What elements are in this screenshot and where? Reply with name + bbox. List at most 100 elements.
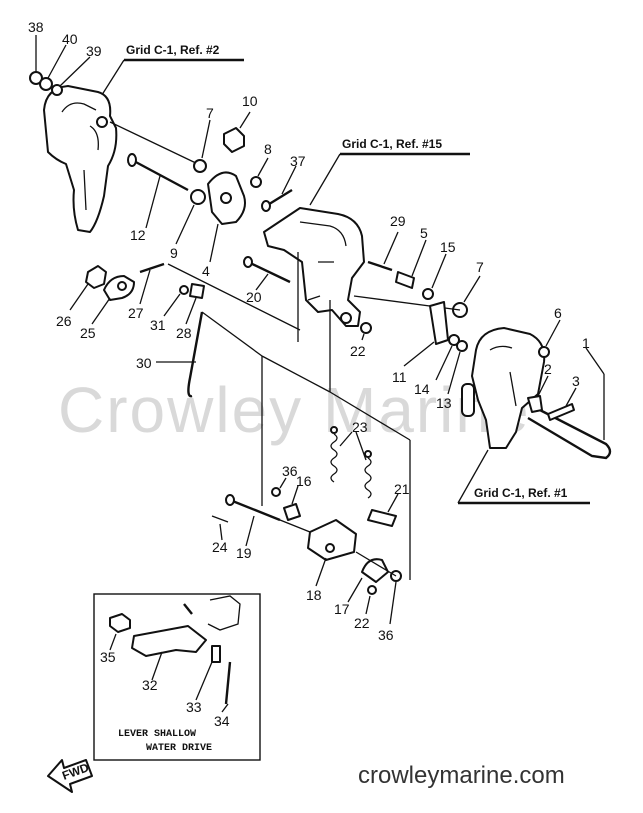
cam-plate-4 xyxy=(207,171,246,225)
callout-23: 23 xyxy=(352,419,368,435)
callout-18: 18 xyxy=(306,587,322,603)
washer-14 xyxy=(448,334,460,346)
spring-23-right xyxy=(364,450,372,499)
callout-26: 26 xyxy=(56,313,72,329)
lever-plate-18 xyxy=(307,519,357,561)
callout-5: 5 xyxy=(420,225,428,241)
washer-9 xyxy=(190,189,206,205)
callout-37: 37 xyxy=(290,153,306,169)
watermark: Crowley Marine xyxy=(58,374,531,446)
callout-34: 34 xyxy=(214,713,230,729)
ref-label-1: Grid C-1, Ref. #1 xyxy=(474,486,568,500)
collar-16 xyxy=(283,503,301,521)
bushing-28 xyxy=(189,283,205,299)
washer-13 xyxy=(456,340,468,352)
callout-7-right: 7 xyxy=(476,259,484,275)
nut-22-upper xyxy=(360,322,372,334)
ref-grid-c1-1: Grid C-1, Ref. #1 xyxy=(457,449,590,505)
bracket-ref2 xyxy=(43,85,118,233)
callout-31: 31 xyxy=(150,317,166,333)
callout-36-upper: 36 xyxy=(282,463,298,479)
cotter-24 xyxy=(211,515,229,523)
callout-20: 20 xyxy=(246,289,262,305)
callout-32: 32 xyxy=(142,677,158,693)
washer-8 xyxy=(250,176,262,188)
ref-grid-c1-15: Grid C-1, Ref. #15 xyxy=(309,137,470,206)
nut-22-lower xyxy=(367,585,377,595)
spring-23-left xyxy=(330,426,338,483)
ref-label-15: Grid C-1, Ref. #15 xyxy=(342,137,442,151)
inset-caption-2: WATER DRIVE xyxy=(146,743,212,754)
callout-10: 10 xyxy=(242,93,258,109)
washers-38-40-39 xyxy=(29,71,63,96)
block-35 xyxy=(109,613,131,633)
callout-labels: 38 40 39 10 7 8 37 12 9 4 29 5 15 7 26 2… xyxy=(28,19,590,729)
pin-29 xyxy=(367,260,393,272)
bracket-ref1 xyxy=(461,327,546,449)
callout-12: 12 xyxy=(130,227,146,243)
pin-21 xyxy=(367,509,397,527)
callout-25: 25 xyxy=(80,325,96,341)
bushing-5 xyxy=(395,271,415,289)
callout-15: 15 xyxy=(440,239,456,255)
callout-14: 14 xyxy=(414,381,430,397)
callout-3: 3 xyxy=(572,373,580,389)
block-10 xyxy=(223,111,251,153)
callout-28: 28 xyxy=(176,325,192,341)
callout-19: 19 xyxy=(236,545,252,561)
callout-29: 29 xyxy=(390,213,406,229)
callout-33: 33 xyxy=(186,699,202,715)
washer-31 xyxy=(179,285,189,295)
pin-12 xyxy=(127,153,189,192)
rod-30 xyxy=(187,311,204,398)
lever-25 xyxy=(103,275,135,301)
washer-15 xyxy=(422,288,434,300)
bolt-20 xyxy=(243,256,291,284)
callout-40: 40 xyxy=(62,31,78,47)
knob-26 xyxy=(85,265,107,289)
callout-21: 21 xyxy=(394,481,410,497)
callout-9: 9 xyxy=(170,245,178,261)
lever-32 xyxy=(131,625,207,657)
bolt-19 xyxy=(225,494,281,522)
screw-34 xyxy=(224,661,232,705)
ref-grid-c1-2: Grid C-1, Ref. #2 xyxy=(99,43,244,99)
bracket-ref15 xyxy=(263,207,365,327)
inset-caption-1: LEVER SHALLOW xyxy=(118,729,196,740)
callout-1: 1 xyxy=(582,335,590,351)
cam-17 xyxy=(361,558,389,583)
callout-6: 6 xyxy=(554,305,562,321)
fwd-arrow: FWD xyxy=(47,759,93,793)
screw-27 xyxy=(139,262,165,274)
screw-37 xyxy=(261,188,293,212)
callout-39: 39 xyxy=(86,43,102,59)
callout-27: 27 xyxy=(128,305,144,321)
washer-7-upper xyxy=(193,159,207,173)
callout-7-upper: 7 xyxy=(206,105,214,121)
site-url: crowleymarine.com xyxy=(358,762,565,789)
callout-17: 17 xyxy=(334,601,350,617)
callout-22-upper: 22 xyxy=(350,343,366,359)
pin-33 xyxy=(211,645,221,663)
nut-36-upper xyxy=(271,487,281,497)
inset-shallow-water-drive: LEVER SHALLOW WATER DRIVE xyxy=(93,593,261,761)
rod-1 xyxy=(527,406,612,460)
callout-11: 11 xyxy=(392,369,407,385)
callout-2: 2 xyxy=(544,361,552,377)
callout-38: 38 xyxy=(28,19,44,35)
callout-30: 30 xyxy=(136,355,152,371)
callout-13: 13 xyxy=(436,395,452,411)
callout-36-lower: 36 xyxy=(378,627,394,643)
ref-label-2: Grid C-1, Ref. #2 xyxy=(126,43,220,57)
washer-6 xyxy=(538,346,550,358)
callout-16: 16 xyxy=(296,473,312,489)
clip-3 xyxy=(547,403,575,421)
spacer-2 xyxy=(527,395,543,413)
callout-35: 35 xyxy=(100,649,116,665)
callout-8: 8 xyxy=(264,141,272,157)
callout-24: 24 xyxy=(212,539,228,555)
link-11 xyxy=(429,301,449,345)
callout-22-lower: 22 xyxy=(354,615,370,631)
